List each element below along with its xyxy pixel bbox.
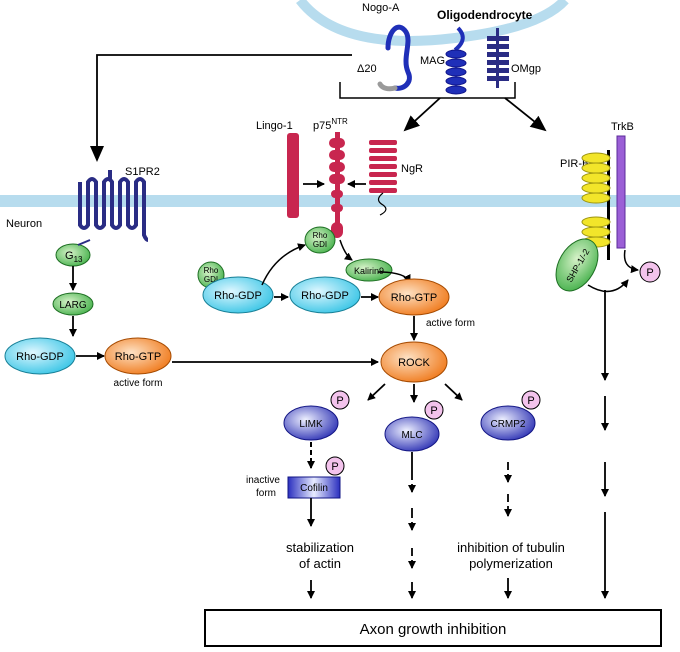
rho-gdi-bound-label-1: Rho (313, 231, 328, 240)
label-inactive: inactive (246, 475, 280, 486)
cofilin-node (287, 476, 341, 499)
ligand-bracket (339, 82, 516, 99)
rho-gdi-node-bound (304, 226, 336, 254)
p-badge-crmp2 (521, 390, 541, 410)
rock-node (380, 341, 448, 383)
mid-rho-gdp-label-1: Rho-GDP (214, 290, 262, 302)
crmp2-node (480, 405, 536, 441)
mlc-node (384, 416, 440, 452)
larg-node (52, 292, 94, 316)
arrow-p75-kalirin (339, 239, 353, 261)
nogo-a-ligand (385, 24, 412, 91)
s1pr2-receptor (78, 170, 149, 242)
arrow-to-pirb (504, 97, 547, 132)
rho-gdi-free-label-2: GDI (204, 275, 218, 284)
left-active-form-label: active form (114, 378, 163, 389)
limk-node (283, 405, 339, 441)
arrow-to-ngr (403, 97, 441, 132)
arrow-rhogdp-to-gdi (261, 243, 306, 286)
rho-gdi-bound-label-2: GDI (313, 240, 327, 249)
mag-ligand (445, 26, 467, 95)
left-rho-gtp-label: Rho-GTP (115, 351, 161, 363)
label-polymerization: polymerization (469, 556, 553, 571)
p-badge-mlc (424, 400, 444, 420)
mid-rho-gdp-node-1 (202, 276, 274, 314)
arrow-rock-crmp2 (444, 383, 463, 401)
label-lingo-1: Lingo-1 (256, 120, 293, 132)
label-of-actin: of actin (299, 556, 341, 571)
label-axon-growth-inhibition: Axon growth inhibition (360, 621, 507, 638)
label-stabilization: stabilization (286, 540, 354, 555)
label-form: form (256, 488, 276, 499)
p75ntr-receptor (329, 132, 345, 238)
label-trkb: TrkB (611, 121, 634, 133)
p-badge-trkb-label: P (646, 267, 653, 279)
ngr-receptor (369, 140, 397, 216)
label-mlc: MLC (401, 430, 422, 441)
label-limk: LIMK (299, 419, 323, 430)
rho-gdi-free-label-1: Rho (204, 266, 219, 275)
p-badge-cofilin (325, 456, 345, 476)
trkb-receptor (616, 135, 626, 249)
label-rock: ROCK (398, 357, 430, 369)
p-badge-limk-label: P (336, 395, 343, 407)
axon-growth-inhibition-box (204, 609, 662, 647)
downstream-arrows (307, 290, 609, 599)
mid-active-form-label: active form (426, 318, 475, 329)
p-badge-crmp2-label: P (527, 395, 534, 407)
kalirin9-node (345, 258, 393, 282)
label-cofilin: Cofilin (300, 483, 328, 494)
label-g13: G13 (65, 250, 83, 264)
lingo-1-receptor (287, 133, 299, 218)
left-rho-gdp-node (4, 337, 76, 375)
p-badge-cofilin-label: P (331, 461, 338, 473)
shp-node (555, 238, 599, 292)
mid-rho-gtp-node (378, 278, 450, 316)
label-delta20: Δ20 (357, 63, 377, 75)
p-badge-limk (330, 390, 350, 410)
arrow-shp-dephospho (587, 279, 629, 293)
label-crmp2: CRMP2 (490, 419, 525, 430)
omgp-ligand (487, 28, 509, 88)
label-p75ntr: p75NTR (313, 117, 348, 132)
arrow-rock-limk (367, 383, 386, 401)
label-larg: LARG (59, 300, 86, 311)
mid-rho-gtp-label: Rho-GTP (391, 292, 437, 304)
label-ngr: NgR (401, 163, 423, 175)
label-nogo-a: Nogo-A (362, 2, 400, 14)
p-badge-mlc-label: P (430, 405, 437, 417)
mid-rho-gdp-label-2: Rho-GDP (301, 290, 349, 302)
link-s1pr2-g13 (77, 239, 91, 246)
p-badge-trkb (639, 261, 661, 283)
label-omgp: OMgp (511, 63, 541, 75)
label-s1pr2: S1PR2 (125, 166, 160, 178)
label-oligodendrocyte: Oligodendrocyte (437, 8, 533, 22)
label-inhibition-tubulin: inhibition of tubulin (457, 540, 565, 555)
left-rho-gtp-node (104, 337, 172, 375)
pirb-receptor (581, 150, 611, 260)
label-neuron: Neuron (6, 218, 42, 230)
mid-rho-gdp-node-2 (289, 276, 361, 314)
label-mag: MAG (420, 55, 445, 67)
nogo-a-delta20-segment (377, 81, 398, 92)
arrow-nogo-to-s1pr2 (90, 54, 352, 162)
oligodendrocyte-membrane (296, 0, 569, 46)
arrow-trkb-to-p (623, 249, 639, 274)
label-kalirin9: Kalirin9 (354, 266, 384, 276)
left-rho-gdp-label: Rho-GDP (16, 351, 64, 363)
